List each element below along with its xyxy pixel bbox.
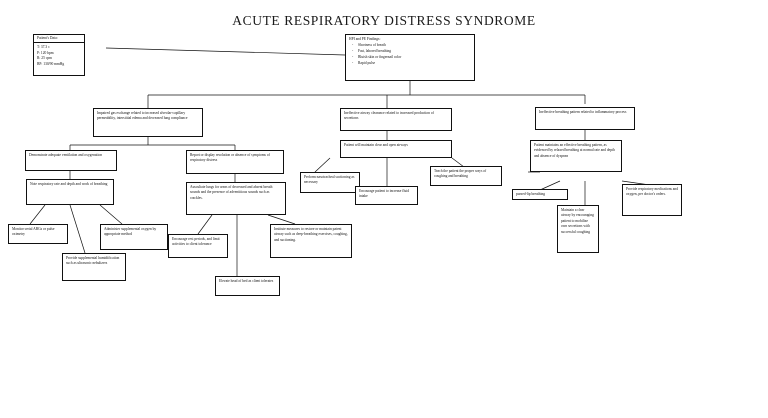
goal-box-clear-open-airways: Patient will maintain clear and open air… xyxy=(340,140,452,158)
diagnosis-box-ineffective-breathing-pattern: Ineffective breathing pattern related to… xyxy=(535,107,635,130)
goal-text: Demonstrate adequate ventilation and oxy… xyxy=(29,153,103,157)
intervention-text: Elevate head of bed as client tolerates xyxy=(219,279,274,283)
goal-text: Patient will maintain clear and open air… xyxy=(344,143,408,147)
vital-pulse: P: 120 bpm xyxy=(37,50,54,55)
goal-text: Patient maintains an effective breathing… xyxy=(534,143,615,158)
diagnosis-text: Impaired gas exchange related to increas… xyxy=(97,111,188,121)
intervention-box-note-respiratory-rate: Note respiratory rate and depth and work… xyxy=(26,179,114,205)
intervention-text: Teach the patient the proper ways of cou… xyxy=(434,169,487,179)
intervention-box-auscultate-lungs: Auscultate lungs for areas of decreased … xyxy=(186,182,286,215)
diagnosis-box-ineffective-airway-clearance: Ineffective airway clearance related to … xyxy=(340,108,452,131)
intervention-text: Note respiratory rate and depth and work… xyxy=(30,182,108,186)
findings-list: Shortness of breath Fast, labored breath… xyxy=(349,43,471,67)
page-title: ACUTE RESPIRATORY DISTRESS SYNDROME xyxy=(232,13,536,28)
goal-box-adequate-ventilation: Demonstrate adequate ventilation and oxy… xyxy=(25,150,117,171)
intervention-text: pursed-lip breathing xyxy=(516,192,546,196)
finding-item: Fast, labored breathing xyxy=(349,49,471,55)
vital-respiration: R: 25 cpm xyxy=(37,56,52,61)
intervention-text: Provide supplemental humidification such… xyxy=(66,256,120,266)
intervention-text: Auscultate lungs for areas of decreased … xyxy=(190,185,273,200)
intervention-box-elevate-head-of-bed: Elevate head of bed as client tolerates xyxy=(215,276,280,296)
intervention-box-patent-airway-measures: Institute measures to restore or maintai… xyxy=(270,224,352,258)
intervention-box-maintain-clear-airway: Maintain a clear airway by encouraging p… xyxy=(557,205,599,253)
intervention-text: Monitor serial ABGs or pulse oximetry xyxy=(12,227,55,237)
intervention-box-supplemental-humidification: Provide supplemental humidification such… xyxy=(62,253,126,281)
patient-data-header: Patient's Data: xyxy=(34,35,84,44)
intervention-box-teach-coughing-breathing: Teach the patient the proper ways of cou… xyxy=(430,166,502,186)
intervention-box-increase-fluid-intake: Encourage patient to increase fluid inta… xyxy=(355,186,418,205)
intervention-box-monitor-abgs: Monitor serial ABGs or pulse oximetry xyxy=(8,224,68,244)
diagnosis-text: Ineffective breathing pattern related to… xyxy=(539,110,627,114)
findings-box: HPI and PE Findings: Shortness of breath… xyxy=(345,34,475,81)
intervention-box-nasotracheal-suctioning: Perform nasotracheal suctioning as neces… xyxy=(300,172,360,193)
intervention-text: Maintain a clear airway by encouraging p… xyxy=(561,208,594,234)
intervention-text: Encourage patient to increase fluid inta… xyxy=(359,189,410,199)
goal-box-effective-breathing-pattern: Patient maintains an effective breathing… xyxy=(530,140,622,172)
diagnosis-text: Ineffective airway clearance related to … xyxy=(344,111,434,121)
intervention-box-administer-oxygen: Administer supplemental oxygen by approp… xyxy=(100,224,168,250)
intervention-box-respiratory-medications: Provide respiratory medications and oxyg… xyxy=(622,184,682,216)
patient-data-box: Patient's Data: T: 37.3 c P: 120 bpm R: … xyxy=(33,34,85,76)
finding-item: Shortness of breath xyxy=(349,43,471,49)
findings-header: HPI and PE Findings: xyxy=(349,37,381,41)
intervention-box-encourage-rest: Encourage rest periods, and limit activi… xyxy=(168,234,228,258)
intervention-text: Encourage rest periods, and limit activi… xyxy=(172,237,220,247)
finding-item: Bluish skin or fingernail color xyxy=(349,55,471,61)
intervention-text: Perform nasotracheal suctioning as neces… xyxy=(304,175,355,185)
vital-temperature: T: 37.3 c xyxy=(37,45,50,50)
intervention-box-pursed-lip-breathing: pursed-lip breathing xyxy=(512,189,568,200)
intervention-text: Institute measures to restore or maintai… xyxy=(274,227,348,242)
goal-box-symptom-resolution: Report or display resolution or absence … xyxy=(186,150,284,174)
vital-blood-pressure: BP: 130/90 mmHg xyxy=(37,61,65,66)
diagnosis-box-impaired-gas-exchange: Impaired gas exchange related to increas… xyxy=(93,108,203,137)
goal-text: Report or display resolution or absence … xyxy=(190,153,270,163)
intervention-text: Administer supplemental oxygen by approp… xyxy=(104,227,157,237)
finding-item: Rapid pulse xyxy=(349,61,471,67)
intervention-text: Provide respiratory medications and oxyg… xyxy=(626,187,678,197)
